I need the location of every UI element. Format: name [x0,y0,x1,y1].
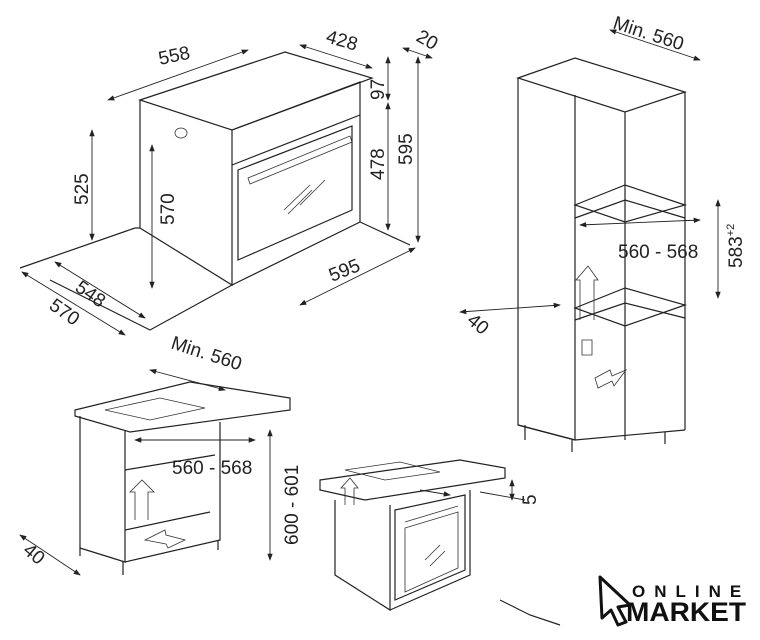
cursor-arrow-icon [598,575,632,627]
oven-front-offset-label: 20 [413,26,442,55]
oven-niche-height-label: 525 [72,173,93,205]
under-niche-width-label: 560 - 568 [172,458,252,479]
under-back-gap-label: 40 [19,540,49,570]
oven-width-top-label: 558 [157,43,192,70]
logo-online-text: ONLINE [632,582,750,601]
oven-total-height-label: 595 [396,133,417,165]
oven-front-width-label: 595 [326,255,363,286]
under-min-width-label: Min. 560 [168,333,244,375]
tall-cabinet-drawing [516,57,688,452]
tall-cabinet-dimension-lines [459,29,721,315]
oven-drawing [19,51,411,331]
hob-oven-drawing [319,459,561,626]
hob-gap-label: 5 [520,494,541,505]
under-niche-height-label: 600 - 601 [282,465,303,545]
oven-side-height-label: 570 [158,193,179,225]
tall-back-gap-label: 40 [463,310,493,340]
tall-min-width-label: Min. 560 [610,13,686,55]
oven-panel-height-label: 97 [368,79,389,100]
hob-dimension-lines [419,479,526,501]
oven-dimension-lines [21,44,433,336]
oven-depth-top-label: 428 [324,27,360,56]
logo-market-text: MARKET [626,597,747,627]
under-counter-dimension-lines [19,369,273,576]
oven-depth-outer-label: 570 [45,295,83,330]
tall-niche-width-label: 560 - 568 [618,242,698,263]
oven-door-height-label: 478 [368,148,389,180]
tall-niche-height-label: 583+2 [725,224,747,268]
online-market-logo: ONLINE MARKET [598,575,750,627]
